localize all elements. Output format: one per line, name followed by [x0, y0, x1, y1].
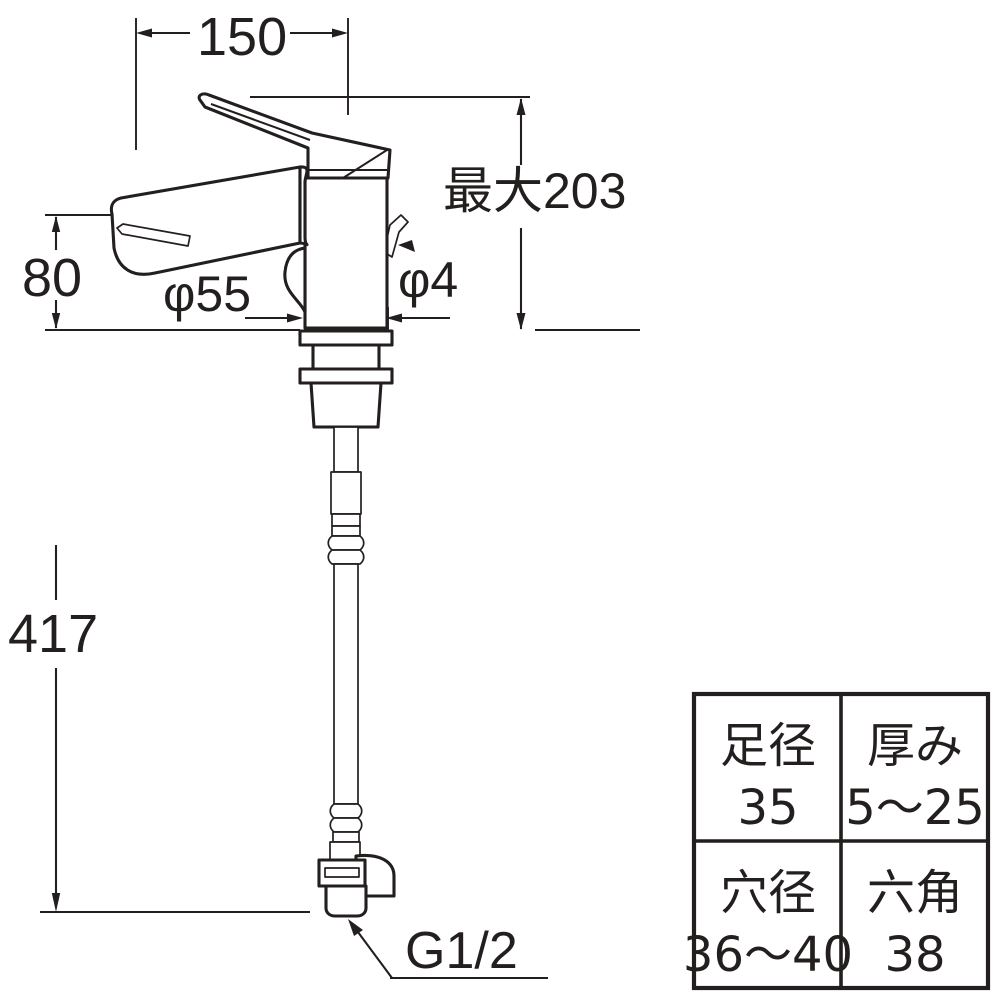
dimension-417-group — [40, 545, 310, 913]
dimension-label-417: 417 — [8, 604, 98, 664]
mount-nut-body — [309, 381, 383, 429]
spec-cell-value-0-1: 5〜25 — [845, 780, 985, 836]
arrow-203-top — [516, 98, 526, 115]
deck-seal-washer — [298, 329, 394, 347]
spec-cell-header-1-0: 穴径 — [720, 865, 816, 921]
arrow-phi55-left — [287, 313, 303, 323]
supply-hose-main — [333, 563, 359, 805]
corrugation-bulge-4 — [329, 817, 363, 833]
arrow-150-right — [332, 28, 348, 38]
leader-arrow-g12 — [348, 919, 363, 936]
arrow-417-bottom — [51, 893, 61, 912]
arrow-phi55-right — [386, 313, 402, 323]
faucet-body-column — [303, 176, 389, 330]
arrow-203-bottom — [516, 313, 526, 330]
connector-hex-nut — [324, 884, 368, 918]
arrow-80-top — [51, 216, 61, 232]
corrugation-ring-1 — [331, 513, 361, 527]
faucet-spout — [109, 165, 302, 276]
handle-rear-chamfer — [342, 149, 388, 179]
spout-aerator-lip — [116, 223, 191, 247]
body-neck-curve — [283, 246, 307, 314]
body-spout-joint — [298, 165, 309, 247]
spec-cell-value-1-0: 36〜40 — [683, 927, 853, 983]
hose-ferrule-upper — [330, 471, 362, 515]
callout-label-g12: G1/2 — [405, 922, 518, 980]
spec-cell-header-0-1: 厚み — [867, 718, 963, 774]
corrugation-ring-2 — [331, 525, 361, 537]
connector-screw-slot — [324, 867, 360, 878]
corrugation-ring-3 — [332, 831, 360, 843]
hose-corrugation-lower — [329, 803, 363, 843]
aerator-pin-shape — [383, 214, 409, 258]
arrow-150-left — [136, 28, 152, 38]
dimension-80-group — [45, 214, 115, 329]
faucet-lever-handle — [197, 92, 392, 180]
dimension-label-150: 150 — [197, 7, 287, 67]
arrow-80-bottom — [51, 313, 61, 329]
spec-cell-header-1-1: 六角 — [867, 865, 963, 921]
mount-lock-washer — [298, 367, 394, 385]
dimension-label-phi4: φ4 — [398, 252, 458, 308]
spec-cell-header-0-0: 足径 — [720, 718, 816, 774]
leader-line-g12 — [351, 923, 393, 979]
hose-corrugation-upper — [327, 513, 365, 565]
supply-tube-upper — [333, 426, 359, 473]
dimension-150-group — [135, 18, 530, 150]
corrugation-bulge-2 — [327, 549, 365, 565]
spec-table — [691, 691, 991, 991]
arrow-phi4-right — [398, 240, 415, 252]
spec-cell-value-0-0: 35 — [737, 780, 798, 836]
handle-underside-line — [210, 103, 311, 141]
dimension-label-phi55: φ55 — [163, 266, 251, 322]
dimension-label-80: 80 — [22, 248, 82, 308]
dimension-max203-group — [516, 98, 640, 331]
corrugation-bulge-3 — [329, 803, 363, 819]
corrugation-bulge-1 — [327, 535, 365, 551]
dimension-label-max203: 最大203 — [443, 163, 626, 219]
mount-shank-upper — [311, 343, 381, 371]
leader-g12-group — [348, 919, 548, 980]
spec-cell-value-1-1: 38 — [884, 927, 945, 983]
